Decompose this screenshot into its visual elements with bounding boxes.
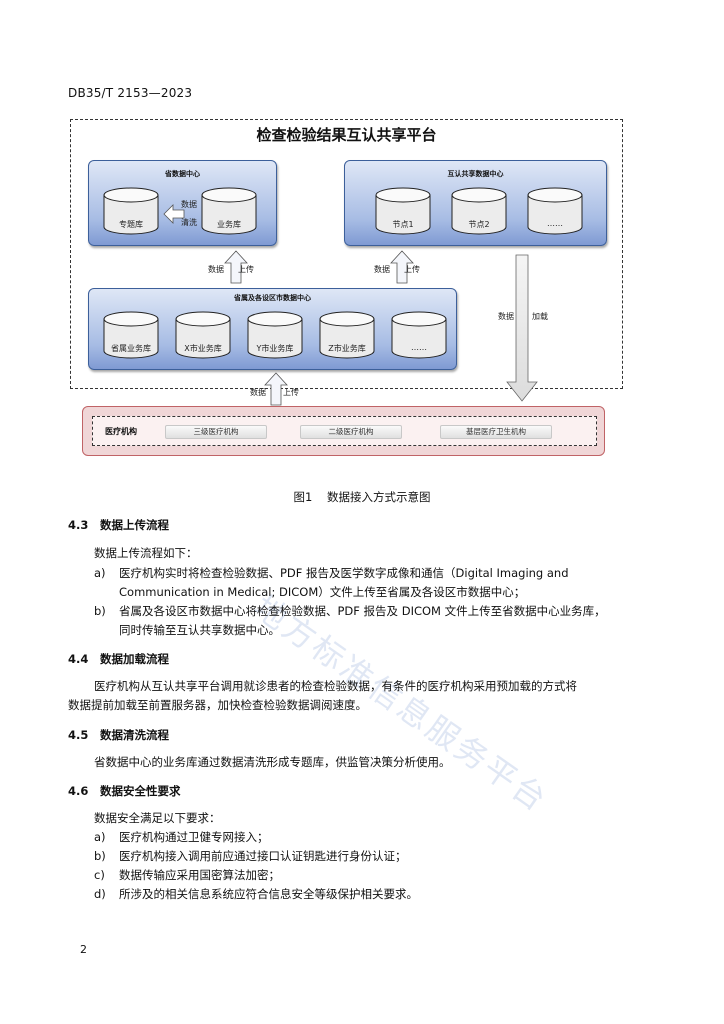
diagram-title: 检查检验结果互认共享平台: [256, 126, 437, 144]
city-db-provincial: 省属业务库: [103, 311, 159, 359]
node-2-database: 节点2: [451, 187, 507, 235]
load-label-b: 加载: [532, 312, 548, 321]
paragraph-line: 省数据中心的业务库通过数据清洗形成专题库，供监管决策分析使用。: [94, 755, 451, 769]
section-title: 数据安全性要求: [100, 784, 181, 798]
list-marker: d): [94, 887, 106, 901]
node-1-database: 节点1: [375, 187, 431, 235]
business-database-label: 业务库: [217, 220, 241, 229]
business-database: 业务库: [201, 187, 257, 235]
section-number: 4.5: [68, 728, 89, 742]
document-code: DB35/T 2153—2023: [68, 86, 193, 100]
section-number: 4.3: [68, 518, 89, 532]
bottom-upload-label-a: 数据: [250, 388, 266, 397]
section-4-5-heading: 4.5 数据清洗流程: [68, 727, 169, 743]
section-number: 4.4: [68, 652, 89, 666]
node-1-label: 节点1: [392, 220, 414, 229]
city-db-y-label: Y市业务库: [256, 344, 294, 353]
paragraph-line: 医疗机构从互认共享平台调用就诊患者的检查检验数据，有条件的医疗机构采用预加载的方…: [94, 679, 577, 693]
list-text: 所涉及的相关信息系统应符合信息安全等级保护相关要求。: [119, 887, 418, 901]
city-db-more-label: ……: [411, 343, 427, 352]
paragraph-line: 数据提前加载至前置服务器，加快检查检验数据调阅速度。: [68, 698, 367, 712]
provincial-data-center: 省数据中心 专题库 业务库 数据 清洗: [88, 160, 277, 246]
topic-database: 专题库: [103, 187, 159, 235]
mid-upload-label-b: 上传: [404, 265, 420, 274]
list-item: b) 省属及各设区市数据中心将检查检验数据、PDF 报告及 DICOM 文件上传至…: [94, 602, 606, 621]
figure-caption: 图1 数据接入方式示意图: [293, 490, 431, 504]
list-item: b) 医疗机构接入调用前应通过接口认证钥匙进行身份认证；: [94, 847, 407, 866]
city-db-x-label: X市业务库: [184, 344, 222, 353]
primary-institution-pill: 基层医疗卫生机构: [440, 425, 552, 439]
list-item: d) 所涉及的相关信息系统应符合信息安全等级保护相关要求。: [94, 885, 418, 904]
list-text: 医疗机构实时将检查检验数据、PDF 报告及医学数字成像和通信（Digital I…: [119, 566, 569, 580]
section-4-4-heading: 4.4 数据加载流程: [68, 651, 169, 667]
list-marker: b): [94, 849, 106, 863]
upload-arrow-left-icon: [224, 250, 248, 284]
list-text: 数据传输应采用国密算法加密；: [119, 868, 280, 882]
section-4-3-intro: 数据上传流程如下：: [94, 546, 198, 560]
node-more-database: ……: [527, 187, 583, 235]
list-text: 医疗机构通过卫健专网接入；: [119, 830, 269, 844]
share-center-title: 互认共享数据中心: [447, 170, 504, 178]
cleaning-arrow-icon: [163, 204, 185, 224]
section-title: 数据加载流程: [100, 652, 169, 666]
secondary-institution-pill: 二级医疗机构: [300, 425, 402, 439]
list-text: 省属及各设区市数据中心将检查检验数据、PDF 报告及 DICOM 文件上传至省数…: [119, 604, 606, 618]
cleaning-label-bottom: 清洗: [181, 218, 197, 227]
topic-database-label: 专题库: [119, 220, 143, 229]
list-item-continuation: Communication in Medical; DICOM）文件上传至省属及…: [119, 585, 526, 599]
section-number: 4.6: [68, 784, 89, 798]
city-db-x: X市业务库: [175, 311, 231, 359]
medical-institutions-title: 医疗机构: [105, 427, 137, 436]
section-4-3-heading: 4.3 数据上传流程: [68, 517, 169, 533]
city-db-z-label: Z市业务库: [328, 344, 366, 353]
mid-upload-label-a: 数据: [374, 265, 390, 274]
share-data-center: 互认共享数据中心 节点1 节点2 ……: [344, 160, 607, 246]
section-4-6-heading: 4.6 数据安全性要求: [68, 783, 181, 799]
section-title: 数据上传流程: [100, 518, 169, 532]
left-upload-label-a: 数据: [208, 265, 224, 274]
upload-arrow-bottom-icon: [264, 372, 288, 406]
section-4-6-intro: 数据安全满足以下要求：: [94, 811, 221, 825]
load-arrow-icon: [506, 254, 538, 402]
bottom-upload-label-b: 上传: [283, 388, 299, 397]
city-data-center: 省属及各设区市数据中心 省属业务库 X市业务库 Y市业务库 Z市业务库 ……: [88, 288, 457, 370]
list-marker: a): [94, 566, 106, 580]
node-more-label: ……: [547, 219, 563, 228]
section-title: 数据清洗流程: [100, 728, 169, 742]
list-item: c) 数据传输应采用国密算法加密；: [94, 866, 280, 885]
city-db-more: ……: [391, 311, 447, 359]
list-text: 医疗机构接入调用前应通过接口认证钥匙进行身份认证；: [119, 849, 407, 863]
load-label-a: 数据: [498, 312, 514, 321]
city-db-y: Y市业务库: [247, 311, 303, 359]
page-number: 2: [80, 943, 87, 956]
list-marker: c): [94, 868, 105, 882]
platform-frame: [70, 119, 623, 389]
cleaning-label-top: 数据: [181, 200, 197, 209]
list-item: a) 医疗机构实时将检查检验数据、PDF 报告及医学数字成像和通信（Digital…: [94, 564, 569, 583]
list-item-continuation: 同时传输至互认共享数据中心。: [119, 623, 280, 637]
list-marker: b): [94, 604, 106, 618]
list-marker: a): [94, 830, 106, 844]
city-db-z: Z市业务库: [319, 311, 375, 359]
tertiary-institution-pill: 三级医疗机构: [165, 425, 267, 439]
list-item: a) 医疗机构通过卫健专网接入；: [94, 828, 269, 847]
upload-arrow-mid-icon: [390, 250, 414, 284]
node-2-label: 节点2: [468, 220, 490, 229]
city-center-title: 省属及各设区市数据中心: [234, 294, 311, 302]
left-upload-label-b: 上传: [238, 265, 254, 274]
city-db-provincial-label: 省属业务库: [111, 344, 151, 353]
provincial-center-title: 省数据中心: [165, 170, 200, 178]
